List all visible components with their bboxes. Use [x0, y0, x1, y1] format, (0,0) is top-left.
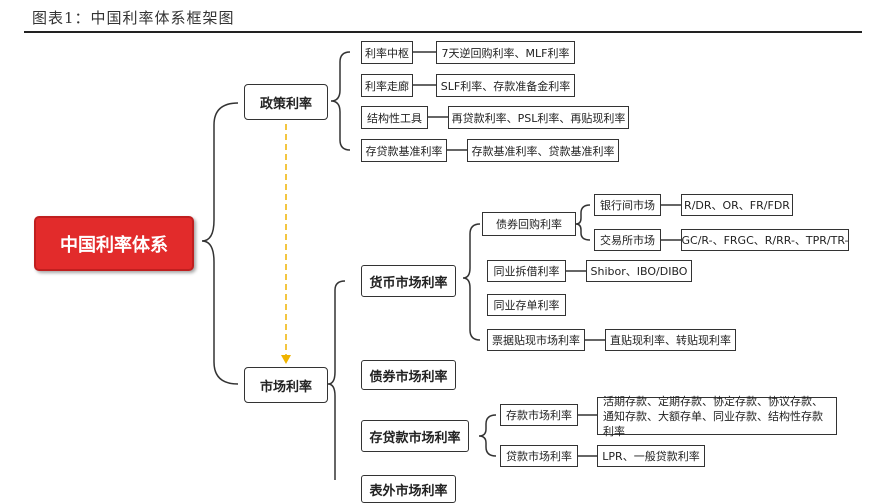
policy-item-detail: 7天逆回购利率、MLF利率	[436, 41, 575, 64]
policy-item-label: 利率中枢	[361, 41, 413, 64]
deposit-detail: 活期存款、定期存款、协定存款、协议存款、通知存款、大额存单、同业存款、结构性存款…	[597, 395, 837, 438]
interbank-detail: R/DR、OR、FR/FDR	[681, 194, 793, 216]
repo-rate-node: 债券回购利率	[482, 212, 576, 236]
discount-detail: 直贴现利率、转贴现利率	[605, 329, 736, 351]
money-market-node: 货币市场利率	[361, 265, 456, 297]
deposit-loan-market-node: 存贷款市场利率	[361, 420, 469, 452]
policy-item-label: 结构性工具	[361, 106, 428, 129]
lending-rate-node: 同业拆借利率	[487, 260, 566, 282]
policy-item-detail: SLF利率、存款准备金利率	[436, 74, 575, 97]
root-node: 中国利率体系	[34, 216, 194, 271]
arrow-head-icon	[281, 355, 291, 364]
exchange-market-node: 交易所市场	[594, 229, 661, 251]
money-market-brace	[462, 223, 481, 341]
market-brace	[327, 280, 346, 480]
interbank-market-node: 银行间市场	[594, 194, 661, 216]
policy-item-detail: 再贷款利率、PSL利率、再贴现利率	[448, 106, 629, 129]
exchange-detail: GC/R-、FRGC、R/RR-、TPR/TR-	[681, 229, 849, 251]
deposit-rate-node: 存款市场利率	[500, 404, 578, 426]
policy-item-label: 存贷款基准利率	[361, 139, 447, 162]
discount-rate-node: 票据贴现市场利率	[487, 329, 585, 351]
repo-brace	[575, 204, 591, 241]
loan-detail: LPR、一般贷款利率	[597, 445, 705, 467]
off-balance-market-node: 表外市场利率	[361, 475, 456, 503]
deposit-loan-brace	[478, 414, 497, 457]
policy-rate-node: 政策利率	[244, 84, 328, 120]
lending-detail: Shibor、IBO/DIBO	[586, 260, 692, 282]
cd-rate-node: 同业存单利率	[487, 294, 566, 316]
root-brace	[201, 102, 239, 385]
market-rate-node: 市场利率	[244, 367, 328, 403]
policy-item-label: 利率走廊	[361, 74, 413, 97]
title-rule	[24, 31, 862, 33]
policy-item-detail: 存款基准利率、贷款基准利率	[467, 139, 619, 162]
policy-brace	[330, 51, 351, 151]
loan-rate-node: 贷款市场利率	[500, 445, 578, 467]
bond-market-node: 债券市场利率	[361, 360, 456, 390]
figure-title: 图表1：中国利率体系框架图	[32, 9, 235, 27]
